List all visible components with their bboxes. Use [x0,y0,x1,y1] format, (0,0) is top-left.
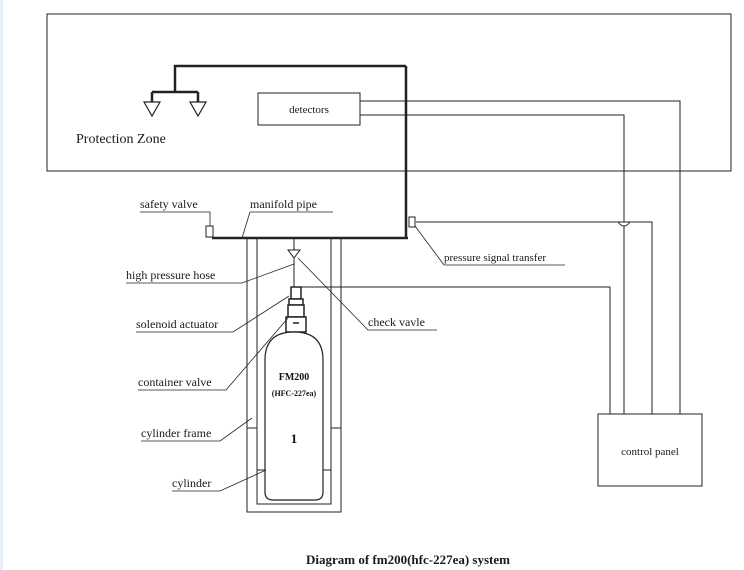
cylinder-frame-callout: cylinder frame [141,417,253,442]
safety-valve-callout: safety valve [140,197,211,226]
protection-zone-box [46,13,732,172]
tank-label-fm200: FM200 [279,372,310,383]
high-pressure-hose-label: high pressure hose [126,268,215,282]
detectors-label: detectors [289,104,329,116]
pressure-signal-callout: pressure signal transfer [414,225,565,266]
check-valve-callout: check vavle [297,257,437,331]
safety-valve-icon [205,225,214,238]
nozzle-icon [188,101,208,118]
solenoid-actuator-callout: solenoid actuator [136,295,290,333]
cylinder-body [264,331,324,501]
manifold-pipe-label: manifold pipe [250,197,317,211]
protection-zone-label: Protection Zone [76,132,166,147]
check-valve-label: check vavle [368,315,425,329]
diagram-caption: Diagram of fm200(hfc-227ea) system [306,552,510,567]
detector-wiring [360,100,681,414]
nozzle-piping [150,64,408,238]
check-valve-icon [287,238,301,287]
container-valve-icon [285,304,307,333]
control-panel-label: control panel [621,446,679,458]
page-edge [0,0,3,570]
container-valve-callout: container valve [138,317,289,391]
container-valve-label: container valve [138,375,212,389]
nozzle-icon [142,101,162,118]
detectors-box [257,92,361,126]
cylinder-label: cylinder [172,476,211,490]
cylinder-frame-label: cylinder frame [141,426,211,440]
pressure-signal-wiring [408,216,653,414]
control-panel-box [597,413,703,487]
cylinder-callout: cylinder [172,469,267,492]
tank-number: 1 [291,431,298,446]
solenoid-actuator-label: solenoid actuator [136,317,218,331]
solenoid-signal-wire [301,286,611,414]
manifold-pipe-callout: manifold pipe [241,197,333,239]
solenoid-actuator-icon [288,286,304,306]
tank-label-hfc: (HFC-227ea) [272,389,317,398]
pressure-signal-label: pressure signal transfer [444,252,546,264]
high-pressure-hose-callout: high pressure hose [126,263,295,284]
safety-valve-label: safety valve [140,197,198,211]
